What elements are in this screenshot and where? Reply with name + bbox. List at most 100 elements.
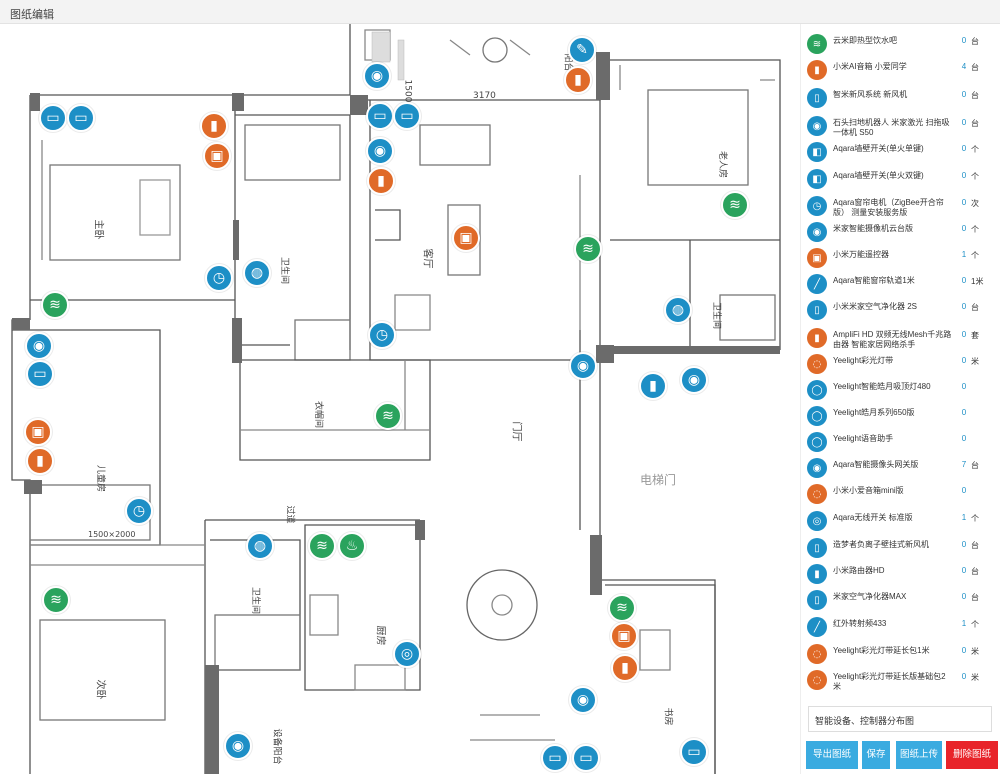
device-name: Aqara墙壁开关(单火双键) <box>833 171 924 180</box>
device-icon: ▮ <box>807 328 827 348</box>
device-name: 红外转射频433 <box>833 619 887 628</box>
device-count: 0 <box>961 540 967 549</box>
device-marker[interactable]: ◉ <box>25 332 53 360</box>
device-marker[interactable]: ◷ <box>125 497 153 525</box>
device-icon: ╱ <box>807 617 827 637</box>
device-marker[interactable]: ◉ <box>680 366 708 394</box>
device-marker[interactable]: ▭ <box>366 102 394 130</box>
device-marker[interactable]: ◎ <box>393 640 421 668</box>
device-marker[interactable]: ≋ <box>574 235 602 263</box>
device-unit: 米 <box>971 357 979 366</box>
device-marker[interactable]: ▣ <box>452 224 480 252</box>
device-icon: ◌ <box>807 644 827 664</box>
device-count: 0 <box>961 434 967 443</box>
device-marker[interactable]: ◉ <box>569 352 597 380</box>
device-unit: 台 <box>971 303 979 312</box>
device-name: Aqara无线开关 标准版 <box>833 513 913 522</box>
device-marker[interactable]: ≋ <box>721 191 749 219</box>
device-marker[interactable]: ♨ <box>338 532 366 560</box>
upload-drawing-button[interactable]: 图纸上传 <box>896 741 942 769</box>
device-icon: ◎ <box>807 511 827 531</box>
device-icon: ▣ <box>807 248 827 268</box>
device-unit: 个 <box>971 251 979 260</box>
device-count: 0 <box>961 118 967 127</box>
delete-drawing-button[interactable]: 删除图纸 <box>946 741 998 769</box>
device-unit: 个 <box>971 620 979 629</box>
device-name: 石头扫地机器人 米家激光 扫拖吸一体机 S50 <box>833 118 950 137</box>
device-name: Yeelight彩光灯带 <box>833 356 894 365</box>
top-bar: 图纸编辑 <box>0 0 1000 24</box>
device-count: 0 <box>961 90 967 99</box>
device-marker[interactable]: ▮ <box>564 66 592 94</box>
device-marker[interactable]: ▮ <box>611 654 639 682</box>
floor-plan-canvas[interactable]: 1500 3170 主卧 卫生间 客厅 老人房 卫生间 衣帽间 门厅 电梯门 儿… <box>0 24 795 774</box>
device-unit: 米 <box>971 647 979 656</box>
device-unit: 个 <box>971 145 979 154</box>
device-count: 1 <box>961 619 967 628</box>
device-marker[interactable]: ◉ <box>366 137 394 165</box>
device-marker[interactable]: ▮ <box>367 167 395 195</box>
room-label-bath1: 卫生间 <box>279 256 290 285</box>
device-unit: 1米 <box>971 277 984 286</box>
room-label-child: 儿童房 <box>95 464 106 493</box>
save-button[interactable]: 保存 <box>862 741 890 769</box>
device-marker[interactable]: ▭ <box>541 744 569 772</box>
device-count: 0 <box>961 672 967 681</box>
device-icon: ◉ <box>807 458 827 478</box>
export-drawing-button[interactable]: 导出图纸 <box>806 741 858 769</box>
device-unit: 次 <box>971 199 979 208</box>
device-unit: 台 <box>971 567 979 576</box>
device-icon: ◧ <box>807 142 827 162</box>
device-count: 0 <box>961 224 967 233</box>
device-marker[interactable]: ▮ <box>639 372 667 400</box>
device-marker[interactable]: ◉ <box>224 732 252 760</box>
room-label-master: 主卧 <box>92 219 104 240</box>
device-marker[interactable]: ◍ <box>664 296 692 324</box>
device-marker[interactable]: ▭ <box>26 360 54 388</box>
device-count: 0 <box>961 408 967 417</box>
device-unit: 台 <box>971 37 979 46</box>
room-label-bath3: 卫生间 <box>250 586 261 615</box>
device-count: 0 <box>961 592 967 601</box>
device-unit: 个 <box>971 514 979 523</box>
device-marker[interactable]: ≋ <box>374 402 402 430</box>
device-count: 1 <box>961 250 967 259</box>
device-name: 米家空气净化器MAX <box>833 592 907 601</box>
device-marker[interactable]: ◉ <box>569 686 597 714</box>
device-marker[interactable]: ≋ <box>308 532 336 560</box>
device-marker[interactable]: ≋ <box>42 586 70 614</box>
device-marker[interactable]: ▭ <box>393 102 421 130</box>
device-marker[interactable]: ▣ <box>203 142 231 170</box>
device-marker[interactable]: ▮ <box>200 112 228 140</box>
device-marker[interactable]: ▭ <box>67 104 95 132</box>
drawing-description-field[interactable]: 智能设备、控制器分布图 <box>808 706 992 732</box>
device-icon: ▯ <box>807 300 827 320</box>
device-marker[interactable]: ◷ <box>205 264 233 292</box>
device-marker[interactable]: ≋ <box>41 291 69 319</box>
device-count: 0 <box>961 302 967 311</box>
device-marker[interactable]: ◍ <box>246 532 274 560</box>
device-name: Aqara智能窗帘轨道1米 <box>833 276 915 285</box>
device-count: 0 <box>961 36 967 45</box>
device-name: Yeelight彩光灯带延长版基础包2米 <box>833 672 946 691</box>
device-icon: ◧ <box>807 169 827 189</box>
device-marker[interactable]: ≋ <box>608 594 636 622</box>
device-marker[interactable]: ▭ <box>572 744 600 772</box>
device-marker[interactable]: ▭ <box>680 738 708 766</box>
device-marker[interactable]: ✎ <box>568 36 596 64</box>
device-icon: ▯ <box>807 538 827 558</box>
floor-plan-drawing <box>11 24 781 774</box>
room-label-foyer: 门厅 <box>510 421 522 442</box>
device-marker[interactable]: ▣ <box>24 418 52 446</box>
device-marker[interactable]: ▮ <box>26 447 54 475</box>
device-name: 云米即热型饮水吧 <box>833 36 897 45</box>
device-icon: ◌ <box>807 484 827 504</box>
device-name: Yeelight皓月系列650版 <box>833 408 915 417</box>
device-marker[interactable]: ◉ <box>363 62 391 90</box>
device-marker[interactable]: ▭ <box>39 104 67 132</box>
device-marker[interactable]: ▣ <box>610 622 638 650</box>
device-marker[interactable]: ◷ <box>368 321 396 349</box>
device-marker[interactable]: ◍ <box>243 259 271 287</box>
device-icon: ▮ <box>807 60 827 80</box>
